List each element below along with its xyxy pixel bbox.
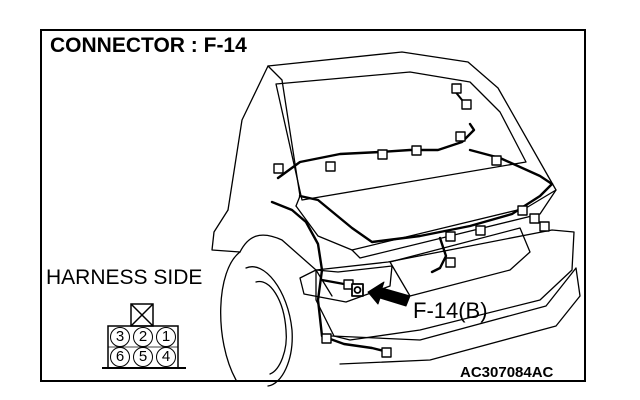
pin-6: 6 (110, 347, 130, 367)
pin-3: 3 (110, 327, 130, 347)
roof-outline (227, 51, 549, 211)
wire-harness-plate (430, 236, 448, 274)
license-recess (389, 227, 531, 297)
wheel-arch (220, 251, 241, 381)
connector-callout-label: F-14(B) (413, 298, 488, 323)
wire-harness-trunk (298, 148, 554, 244)
rear-panel (315, 229, 575, 341)
diagram-title: CONNECTOR : F-14 (50, 34, 247, 57)
pin-4: 4 (156, 347, 176, 367)
tail-lamp (299, 265, 393, 303)
wire-harness-upper (276, 122, 476, 180)
tire-inner (255, 280, 287, 375)
pin-2: 2 (133, 327, 153, 347)
tire (245, 266, 293, 387)
pin-5: 5 (133, 347, 153, 367)
bumper (331, 267, 581, 365)
diagram-code: AC307084AC (460, 364, 554, 381)
connector-f14 (351, 283, 364, 297)
pin-1: 1 (156, 327, 176, 347)
wire-harness-main (270, 200, 390, 354)
diagram-frame (40, 29, 586, 382)
body-side (211, 209, 241, 253)
harness-side-label: HARNESS SIDE (46, 266, 203, 289)
rear-window (275, 71, 527, 201)
trunk-lid (295, 175, 557, 251)
connector-blocks (273, 83, 550, 358)
c-pillar (267, 65, 301, 207)
rear-fender (239, 234, 333, 297)
callout-arrow (367, 281, 411, 307)
